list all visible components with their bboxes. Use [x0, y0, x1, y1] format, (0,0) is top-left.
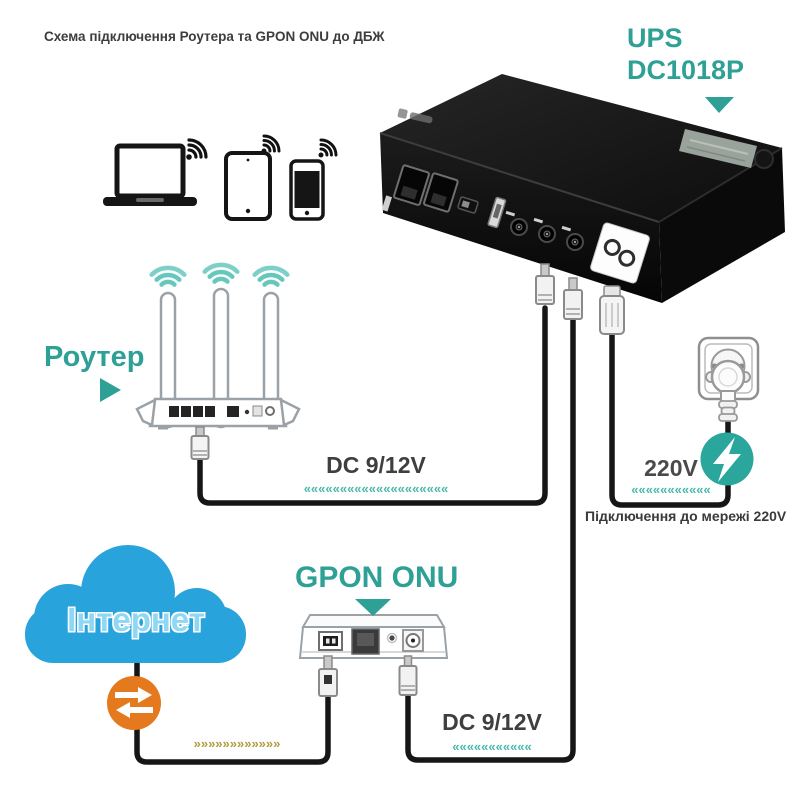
dc-cable-gpon	[405, 317, 576, 763]
internet-label: Інтернет	[67, 601, 205, 638]
smartphone-icon	[289, 159, 325, 221]
router-device	[135, 287, 301, 430]
ups-model-line1: UPS	[627, 23, 683, 53]
gpon-led-dot	[389, 635, 395, 641]
fiber-connector	[318, 655, 338, 697]
ups-device	[379, 74, 785, 303]
gpon-lan-port	[351, 628, 380, 655]
laptop-icon	[103, 143, 197, 206]
router-power-switch	[252, 405, 263, 417]
dc-voltage-label-gpon: DC 9/12V	[442, 709, 542, 735]
ups-mode-switch	[457, 196, 479, 214]
ups-sticker	[679, 129, 774, 169]
router-wifi-arcs	[149, 262, 290, 287]
ups-usb-port	[487, 196, 507, 229]
ac-power-cable	[609, 329, 731, 508]
internet-cloud	[25, 545, 246, 663]
gpon-label: GPON ONU	[295, 561, 459, 594]
wifi-icon-laptop	[186, 138, 208, 160]
wifi-icon-tablet	[261, 134, 281, 154]
power-plug	[705, 359, 751, 422]
wifi-icon-phone	[318, 138, 338, 158]
router-pointer-triangle	[100, 378, 121, 402]
gpon-fiber-port	[318, 631, 343, 651]
mains-voltage-label: 220V	[644, 455, 698, 481]
router-dc-jack	[265, 406, 275, 416]
ups-dc-jacks	[505, 210, 584, 251]
ups-wan-port	[393, 164, 430, 206]
gpon-led	[386, 632, 398, 644]
gpon-pointer-triangle	[355, 599, 391, 616]
dc-arrows-gpon: «««««««««««	[452, 739, 532, 754]
fiber-arrows: »»»»»»»»»»»»	[193, 736, 281, 751]
ups-ac-inlet	[590, 222, 650, 284]
ups-reset-label	[381, 195, 392, 212]
mains-arrows: «««««««««««	[631, 482, 711, 497]
gpon-device	[298, 614, 449, 659]
router-dc-plug	[190, 426, 210, 460]
dc-cable-router	[197, 305, 548, 506]
diagram-title: Схема підключення Роутера та GPON ONU до…	[44, 29, 385, 44]
tablet-icon	[224, 151, 272, 221]
ups-pointer-triangle	[705, 97, 734, 113]
mains-caption: Підключення до мережі 220V	[585, 508, 787, 524]
ups-lan-port	[423, 172, 459, 213]
internet-fiber-cable	[134, 642, 331, 765]
gpon-dc-plug	[398, 655, 418, 696]
router-lan-ports	[169, 406, 239, 417]
ups-model-label: UPS DC1018P	[627, 22, 744, 86]
ups-logo	[397, 108, 433, 124]
gpon-dc-jack	[402, 629, 424, 652]
ups-model-line2: DC1018P	[627, 55, 745, 85]
dc-arrows-router: ««««««««««««««««««««	[303, 481, 449, 496]
router-reset-button	[244, 409, 250, 415]
dc-voltage-label-router: DC 9/12V	[326, 452, 426, 478]
transfer-icon	[107, 676, 161, 730]
ups-dc-plug-1	[535, 263, 555, 305]
ups-ac-connector	[599, 285, 625, 335]
router-label: Роутер	[44, 341, 145, 373]
ups-dc-plug-2	[563, 277, 583, 320]
lightning-icon	[700, 432, 754, 486]
